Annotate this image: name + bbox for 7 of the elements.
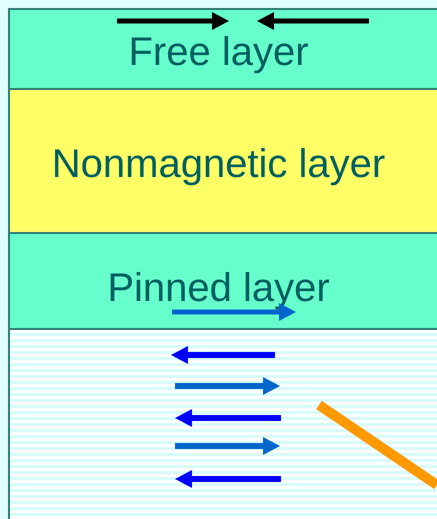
- pinned-layer: [8, 232, 437, 330]
- layer-label: Nonmagnetic layer: [50, 142, 386, 186]
- substrate-layer: [8, 328, 437, 519]
- layer-label: Free layer: [127, 30, 310, 74]
- free-layer: [8, 8, 437, 90]
- layer-label: Pinned layer: [106, 266, 331, 310]
- nonmagnetic-layer: [8, 88, 437, 234]
